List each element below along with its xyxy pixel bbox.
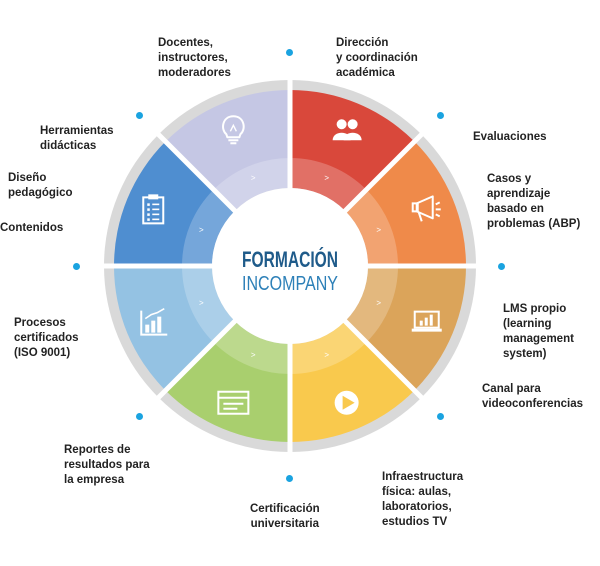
label-diseno: Diseño pedagógico — [8, 172, 73, 199]
segment-inner-band — [345, 266, 398, 343]
people-icon — [332, 119, 362, 141]
marker-dot — [437, 413, 444, 420]
segment-inner-band — [290, 321, 367, 374]
arrow-glyph: > — [324, 173, 329, 182]
segment-inner-band — [345, 189, 398, 266]
segment-7 — [165, 90, 290, 211]
arrow-glyph: > — [251, 351, 256, 360]
browser-window-icon — [217, 390, 250, 415]
segment-inner-band — [290, 158, 367, 211]
segment-inner-band — [213, 158, 290, 211]
marker-dot — [286, 49, 293, 56]
segment-0 — [290, 90, 415, 211]
label-infraestructura: Infraestructura física: aulas, laborator… — [382, 471, 464, 528]
marker-dot — [498, 263, 505, 270]
clipboard-icon — [142, 194, 165, 225]
laptop-chart-icon — [411, 310, 442, 332]
label-contenidos: Contenidos — [0, 222, 64, 234]
segment-inner-band — [182, 266, 235, 343]
arrow-glyph: > — [324, 351, 329, 360]
arrow-glyph: > — [251, 173, 256, 182]
arrow-glyph: > — [376, 299, 381, 308]
center-title: FORMACIÓN — [242, 247, 338, 272]
marker-dot — [73, 263, 80, 270]
label-videoconferencias: Canal para videoconferencias — [482, 383, 583, 410]
play-icon — [334, 390, 359, 415]
segment-5 — [114, 266, 235, 391]
label-docentes: Docentes, instructores, moderadores — [158, 37, 231, 79]
segment-divider — [156, 317, 239, 400]
segment-6 — [114, 141, 235, 266]
segment-divider — [156, 132, 239, 215]
segment-divider — [341, 317, 424, 400]
segment-divider — [341, 132, 424, 215]
label-lms: LMS propio (learning management system) — [503, 303, 574, 360]
segment-3 — [290, 321, 415, 443]
label-certificacion: Certificación universitaria — [250, 503, 320, 530]
label-direccion: Dirección y coordinación académica — [336, 37, 418, 79]
marker-dot — [437, 112, 444, 119]
marker-dot — [136, 413, 143, 420]
label-procesos: Procesos certificados (ISO 9001) — [14, 317, 79, 359]
segment-inner-band — [213, 321, 290, 374]
center-disc — [212, 188, 368, 344]
arrow-glyph: > — [199, 299, 204, 308]
marker-dot — [286, 475, 293, 482]
segment-4 — [165, 321, 290, 442]
segment-inner-band — [182, 189, 235, 266]
megaphone-icon — [411, 195, 441, 222]
arrow-glyph: > — [199, 225, 204, 234]
label-casos-abp: Casos y aprendizaje basado en problemas … — [487, 173, 581, 230]
center-subtitle: INCOMPANY — [242, 273, 338, 295]
segment-2 — [345, 266, 466, 391]
arrow-glyph: > — [376, 225, 381, 234]
segment-1 — [345, 141, 466, 266]
label-reportes: Reportes de resultados para la empresa — [64, 444, 150, 486]
label-herramientas: Herramientas didácticas — [40, 125, 114, 152]
marker-dot — [136, 112, 143, 119]
bar-chart-icon — [140, 307, 168, 336]
lightbulb-icon — [222, 115, 245, 145]
label-evaluaciones: Evaluaciones — [473, 131, 547, 143]
